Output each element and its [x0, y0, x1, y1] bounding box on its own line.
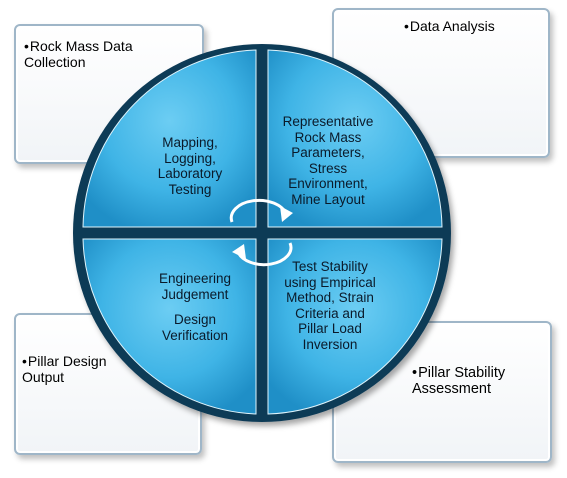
- quadrant-top-left: [82, 49, 257, 228]
- text-line: Representative: [282, 114, 374, 129]
- text-line: Environment,: [288, 176, 368, 191]
- box-label-pillar-design-output: Pillar Design Output: [22, 353, 142, 385]
- text-line: Verification: [161, 327, 229, 343]
- text-line: Judgement: [161, 286, 229, 302]
- text-line: Laboratory: [157, 166, 223, 181]
- quadrant-bottom-left: [82, 238, 257, 415]
- text-line: Inversion: [302, 336, 358, 352]
- box-label-pillar-stability-assessment: Pillar Stability Assessment: [412, 365, 542, 397]
- quadrant-text-bottom-right: Test Stability using Empirical Method, S…: [270, 259, 390, 352]
- text-line: Mine Layout: [291, 191, 365, 207]
- text-line: Stress: [308, 160, 348, 176]
- box-label-rock-mass-data-collection: Rock Mass Data Collection: [24, 38, 194, 70]
- quadrant-bottom-right: [267, 238, 443, 415]
- cycle-arrowheads: [232, 206, 293, 259]
- text-line: Logging,: [164, 150, 216, 166]
- box-label-data-analysis: Data Analysis: [404, 18, 544, 34]
- text-line: Parameters,: [291, 145, 365, 160]
- text-line: Pillar Load: [298, 321, 362, 336]
- quadrant-text-top-left: Mapping, Logging, Laboratory Testing: [130, 135, 250, 197]
- text-line: Test Stability: [292, 259, 368, 274]
- quadrant-text-top-right: Representative Rock Mass Parameters, Str…: [268, 114, 388, 207]
- text-line: using Empirical: [284, 274, 376, 290]
- text-line: Rock Mass: [294, 129, 362, 145]
- quadrant-text-bottom-left-judgement: Engineering Judgement: [140, 271, 250, 302]
- text-line: Design: [173, 312, 217, 327]
- quadrant-text-bottom-left-verification: Design Verification: [140, 312, 250, 343]
- text-line: Mapping,: [162, 135, 218, 150]
- quadrant-top-right: [267, 49, 443, 228]
- circle-outline: [73, 44, 451, 422]
- text-line: Criteria and: [295, 305, 365, 321]
- text-line: Method, Strain: [286, 290, 374, 305]
- text-line: Testing: [168, 181, 212, 197]
- text-line: Engineering: [158, 271, 232, 286]
